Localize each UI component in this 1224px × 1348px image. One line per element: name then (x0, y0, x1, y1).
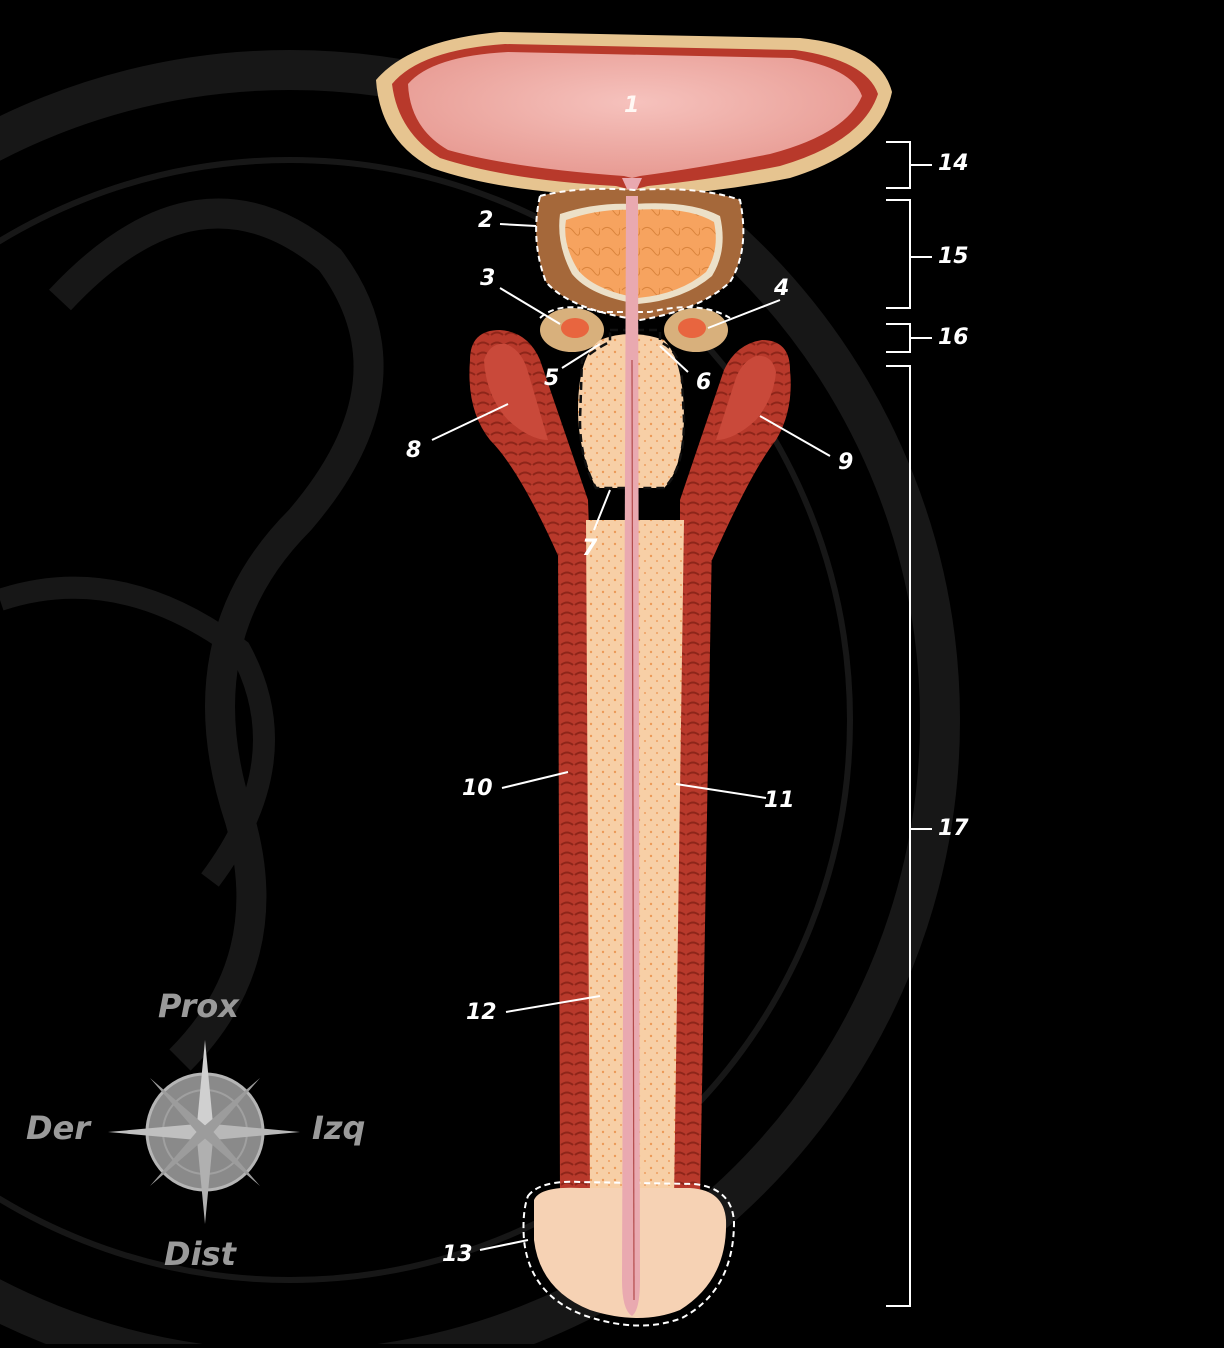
label-8: 8 (406, 438, 422, 463)
label-13: 13 (442, 1242, 473, 1267)
compass-west-label: Der (26, 1109, 91, 1147)
label-3: 3 (480, 266, 496, 291)
brackets (886, 141, 932, 1307)
label-10: 10 (462, 776, 493, 801)
label-14: 14 (938, 151, 969, 176)
label-2: 2 (478, 208, 494, 233)
label-15: 15 (938, 244, 969, 269)
compass-south-label: Dist (164, 1235, 236, 1273)
crus-left (469, 330, 590, 560)
label-5: 5 (544, 366, 560, 391)
label-1: 1 (624, 93, 640, 118)
gland-right (664, 308, 728, 352)
compass-east-label: Izq (312, 1109, 366, 1147)
label-7: 7 (582, 536, 598, 561)
compass-rose (108, 1040, 300, 1224)
label-12: 12 (466, 1000, 497, 1025)
label-4: 4 (774, 276, 790, 301)
gland-left (540, 308, 604, 352)
label-16: 16 (938, 325, 969, 350)
watermark-seal (0, 50, 960, 1348)
prostate (535, 187, 745, 322)
bladder (376, 32, 892, 200)
label-17: 17 (938, 816, 969, 841)
leader-lines (431, 223, 831, 1251)
label-11: 11 (764, 788, 795, 813)
crus-right (680, 340, 791, 560)
label-9: 9 (838, 450, 854, 475)
penis-body (522, 196, 736, 1327)
outline-16 (539, 306, 731, 319)
compass-north-label: Prox (158, 987, 239, 1025)
label-6: 6 (696, 370, 712, 395)
